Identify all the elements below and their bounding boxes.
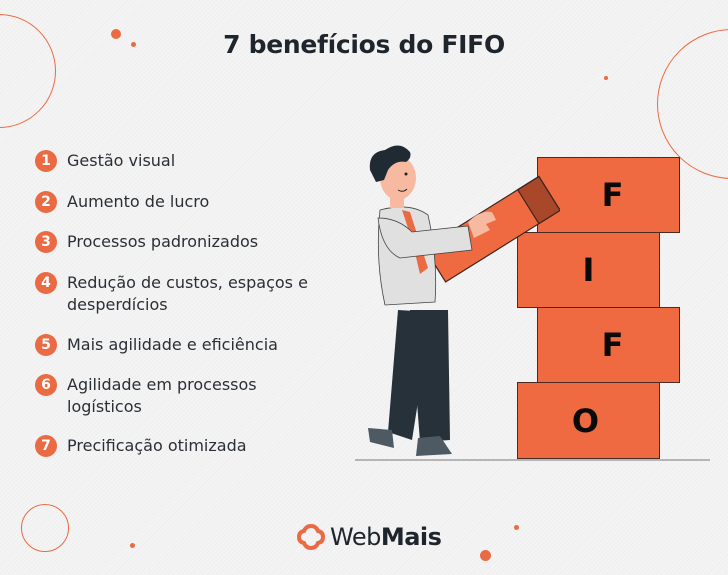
number-badge: 7 [35, 435, 57, 457]
list-item: 6 Agilidade em processos logísticos [35, 374, 282, 418]
benefit-label: Mais agilidade e eficiência [67, 335, 278, 354]
block-f-top: F [537, 157, 680, 233]
block-o: O [517, 382, 660, 459]
list-item: 1 Gestão visual [35, 150, 307, 172]
benefit-label: Precificação otimizada [67, 436, 247, 455]
benefit-label: Redução de custos, espaços e desperdício… [67, 273, 308, 314]
page-title: 7 benefícios do FIFO [223, 30, 505, 59]
list-item: 4 Redução de custos, espaços e desperdíc… [35, 272, 312, 316]
number-badge: 5 [35, 334, 57, 356]
list-item: 3 Processos padronizados [35, 231, 307, 253]
logo-text-mais: Mais [380, 523, 442, 551]
block-f-bottom: F [537, 307, 680, 383]
block-letter: F [601, 326, 624, 364]
block-letter: O [571, 401, 600, 440]
decorative-dot [130, 543, 135, 548]
decorative-dot [131, 42, 136, 47]
number-badge: 1 [35, 150, 57, 172]
benefit-label: Aumento de lucro [67, 192, 210, 211]
number-badge: 4 [35, 272, 57, 294]
number-badge: 3 [35, 231, 57, 253]
webmais-logo-icon [296, 523, 326, 551]
block-i: I [517, 232, 660, 308]
decorative-ring-bottom-left [21, 504, 69, 552]
webmais-logo: WebMais [296, 522, 442, 552]
benefit-label: Gestão visual [67, 151, 176, 170]
benefit-label: Processos padronizados [67, 232, 259, 251]
block-letter: F [601, 176, 624, 214]
logo-text: WebMais [330, 523, 442, 551]
decorative-dot [480, 550, 491, 561]
number-badge: 2 [35, 191, 57, 213]
man-lifting-block-icon [368, 145, 560, 456]
list-item: 5 Mais agilidade e eficiência [35, 334, 307, 356]
benefit-label: Agilidade em processos logísticos [67, 375, 257, 416]
logo-text-web: Web [330, 523, 381, 551]
decorative-dot [111, 29, 121, 39]
list-item: 2 Aumento de lucro [35, 191, 307, 213]
decorative-dot [604, 76, 608, 80]
number-badge: 6 [35, 374, 57, 396]
ground-line [355, 459, 710, 461]
decorative-dot [514, 525, 519, 530]
block-letter: I [582, 251, 595, 289]
list-item: 7 Precificação otimizada [35, 435, 307, 457]
